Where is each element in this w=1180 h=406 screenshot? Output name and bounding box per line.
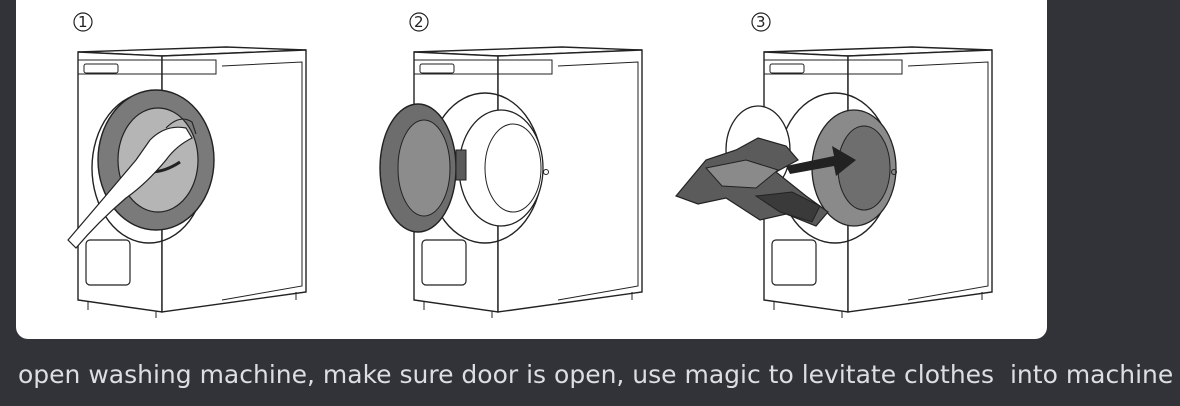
step-1-number: 1 (78, 13, 88, 31)
open-door-glass (397, 119, 451, 217)
washing-machine-instructions-illustration: 1 2 (67, 12, 993, 319)
step-2-panel: 2 (379, 12, 643, 319)
drum-opening (458, 109, 544, 227)
step-3-number: 3 (756, 13, 766, 31)
clothes-shirt (705, 159, 780, 189)
step-3-number-circle (751, 12, 771, 32)
step-1-number-circle (73, 12, 93, 32)
step-1-panel: 1 (67, 12, 307, 319)
door-latch (543, 169, 549, 175)
message-text: open washing machine, make sure door is … (18, 360, 1174, 389)
door-hinge (455, 149, 467, 181)
step-2-number: 2 (414, 13, 424, 31)
hand-icon (67, 126, 193, 249)
step-3-panel: 3 (674, 12, 993, 319)
attached-image[interactable]: 1 2 (16, 0, 1047, 339)
step-2-number-circle (409, 12, 429, 32)
arrow-right-icon (786, 146, 856, 176)
clothes-pants (754, 191, 821, 223)
drum-inner (484, 123, 542, 213)
hand-fingers (165, 118, 197, 135)
door-latch (891, 169, 897, 175)
